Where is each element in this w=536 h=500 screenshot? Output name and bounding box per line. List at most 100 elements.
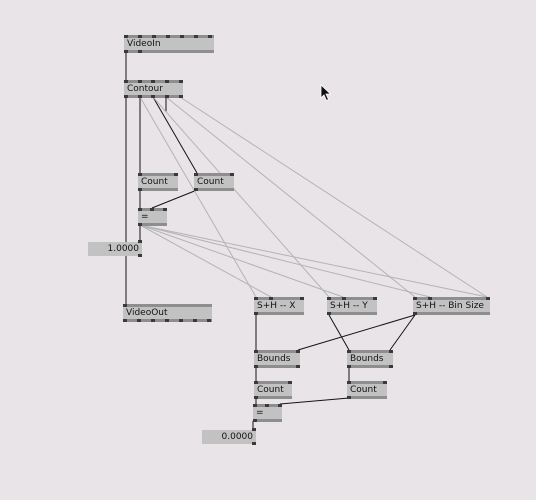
iobox-value-b[interactable]: 0.0000 [202, 428, 256, 445]
pin-in[interactable] [150, 208, 154, 211]
node-count-d[interactable]: Count [347, 381, 387, 399]
pin-out[interactable] [138, 223, 142, 226]
pin-in[interactable] [327, 297, 331, 300]
node-videoout-label: VideoOut [126, 308, 168, 318]
pin-in[interactable] [486, 297, 490, 300]
pin-in[interactable] [254, 381, 258, 384]
pin-out[interactable] [296, 365, 300, 368]
pin-out[interactable] [124, 50, 128, 53]
node-contour[interactable]: Contour [124, 80, 183, 98]
pin-in[interactable] [123, 304, 127, 307]
wire-shbin-bounds-a [297, 314, 416, 351]
pin-in[interactable] [138, 80, 142, 83]
pin-in[interactable] [265, 404, 269, 407]
node-bounds-a[interactable]: Bounds [254, 350, 300, 368]
pin-in[interactable] [347, 381, 351, 384]
pin-in[interactable] [124, 35, 128, 38]
pin-out[interactable] [413, 312, 417, 315]
pin-in[interactable] [254, 297, 258, 300]
wire-shbin-bounds-b [389, 314, 416, 351]
node-sh-bin-size[interactable]: S+H -- Bin Size [413, 297, 490, 315]
pin-out[interactable] [165, 319, 169, 322]
pin-out[interactable] [254, 365, 258, 368]
pin-out[interactable] [138, 254, 142, 257]
node-videoout[interactable]: VideoOut [123, 304, 212, 322]
pin-in[interactable] [174, 173, 178, 176]
pin-out[interactable] [151, 95, 155, 98]
node-count-b-label: Count [197, 177, 224, 187]
pin-in[interactable] [428, 297, 432, 300]
iobox-value-a[interactable]: 1.0000 [88, 240, 142, 257]
pin-in[interactable] [342, 297, 346, 300]
node-sh-x[interactable]: S+H -- X [254, 297, 304, 315]
node-count-b[interactable]: Count [194, 173, 234, 191]
pin-in[interactable] [180, 35, 184, 38]
pin-in[interactable] [230, 173, 234, 176]
pin-out[interactable] [254, 312, 258, 315]
wire-contour-shbin [165, 96, 416, 298]
pin-out[interactable] [165, 95, 169, 98]
pin-out[interactable] [138, 188, 142, 191]
node-bounds-b-label: Bounds [350, 354, 384, 364]
node-count-a[interactable]: Count [138, 173, 178, 191]
node-count-d-label: Count [350, 385, 377, 395]
node-count-c-label: Count [257, 385, 284, 395]
pin-out[interactable] [123, 319, 127, 322]
pin-in[interactable] [253, 404, 257, 407]
pin-out[interactable] [138, 95, 142, 98]
node-bounds-b[interactable]: Bounds [347, 350, 393, 368]
pin-out[interactable] [138, 50, 142, 53]
pin-in[interactable] [138, 240, 142, 243]
pin-in[interactable] [373, 297, 377, 300]
pin-in[interactable] [383, 381, 387, 384]
node-contour-label: Contour [127, 84, 163, 94]
pin-out[interactable] [347, 365, 351, 368]
pin-in[interactable] [252, 428, 256, 431]
pin-in[interactable] [151, 80, 155, 83]
pin-in[interactable] [288, 381, 292, 384]
pin-in[interactable] [152, 35, 156, 38]
pin-in[interactable] [138, 35, 142, 38]
pin-in[interactable] [138, 208, 142, 211]
pin-in[interactable] [269, 297, 273, 300]
pin-out[interactable] [389, 365, 393, 368]
pin-in[interactable] [254, 350, 258, 353]
pin-in[interactable] [300, 297, 304, 300]
pin-out[interactable] [179, 95, 183, 98]
node-videoin-label: VideoIn [127, 39, 161, 49]
pin-in[interactable] [179, 80, 183, 83]
wire-contour-count-b [152, 96, 198, 174]
pin-out[interactable] [194, 188, 198, 191]
pin-in[interactable] [413, 297, 417, 300]
pin-in[interactable] [347, 350, 351, 353]
pin-in[interactable] [166, 35, 170, 38]
pin-in[interactable] [278, 404, 282, 407]
pin-out[interactable] [179, 319, 183, 322]
pin-in[interactable] [296, 350, 300, 353]
pin-in[interactable] [165, 80, 169, 83]
pin-out[interactable] [252, 442, 256, 445]
pin-in[interactable] [194, 173, 198, 176]
pin-out[interactable] [327, 312, 331, 315]
pin-out[interactable] [193, 319, 197, 322]
pin-in[interactable] [124, 80, 128, 83]
pin-out[interactable] [151, 319, 155, 322]
pin-out[interactable] [254, 396, 258, 399]
pin-in[interactable] [208, 35, 212, 38]
node-count-c[interactable]: Count [254, 381, 292, 399]
pin-out[interactable] [253, 419, 257, 422]
pin-out[interactable] [207, 319, 211, 322]
pin-in[interactable] [389, 350, 393, 353]
pin-out[interactable] [137, 319, 141, 322]
node-equals-a[interactable]: = [138, 208, 167, 226]
pin-in[interactable] [194, 35, 198, 38]
pin-in[interactable] [163, 208, 167, 211]
node-equals-b[interactable]: = [253, 404, 282, 422]
node-videoin[interactable]: VideoIn [124, 35, 214, 53]
pin-in[interactable] [138, 173, 142, 176]
pin-out[interactable] [124, 95, 128, 98]
pin-out[interactable] [347, 396, 351, 399]
node-sh-y[interactable]: S+H -- Y [327, 297, 377, 315]
